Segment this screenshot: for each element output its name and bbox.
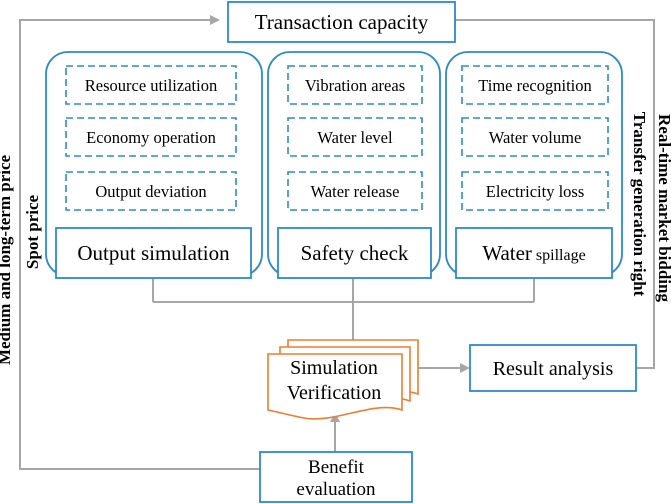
simulation-line2: Verification — [287, 382, 381, 404]
module-label: Safety check — [301, 241, 409, 265]
item-box — [287, 117, 423, 157]
item-label: Vibration areas — [305, 76, 405, 95]
simulation-verification-doc — [267, 339, 419, 420]
item-label: Water release — [311, 182, 400, 201]
real-time-loop-line — [446, 15, 655, 369]
item-label: Output deviation — [95, 182, 206, 201]
item-box — [287, 171, 423, 211]
item-label: Electricity loss — [486, 182, 585, 201]
benefit-line1: Benefit — [308, 457, 365, 478]
item-label: Economy operation — [86, 128, 216, 147]
item-label: Resource utilization — [85, 76, 217, 95]
item-label: Water level — [317, 128, 393, 147]
module-label-main: Water — [482, 241, 532, 265]
item-box — [65, 171, 237, 211]
result-analysis-box: Result analysis — [469, 344, 637, 392]
module-label-box — [55, 227, 252, 279]
item-box — [461, 65, 609, 105]
connectors — [19, 15, 655, 470]
module-label-box — [277, 227, 432, 279]
item-box — [65, 117, 237, 157]
transfer-generation-right-label: Transfer generation right — [630, 112, 649, 297]
result-analysis-label: Result analysis — [493, 358, 614, 380]
spot-price-label: Spot price — [23, 194, 42, 269]
transaction-capacity-box: Transaction capacity — [227, 1, 456, 43]
item-box — [461, 171, 609, 211]
module-label-box — [455, 227, 613, 279]
module-label-small: spillage — [536, 247, 586, 264]
benefit-line2: evaluation — [296, 479, 376, 500]
module-safety-check: Vibration areas Water level Water releas… — [267, 51, 441, 279]
item-box — [461, 117, 609, 157]
medium-long-term-loop-line — [19, 15, 260, 470]
module-water-spillage: Time recognition Water volume Electricit… — [445, 51, 623, 279]
item-label: Water volume — [489, 128, 582, 147]
real-time-market-bidding-label: Real-time market bidding — [655, 114, 671, 302]
module-output-simulation: Resource utilization Economy operation O… — [45, 51, 263, 279]
item-box — [287, 65, 423, 105]
medium-long-term-price-label: Medium and long-term price — [0, 154, 14, 365]
doc-sheet-front — [267, 353, 403, 420]
simulation-line1: Simulation — [290, 357, 378, 379]
item-box — [65, 65, 237, 105]
benefit-evaluation-box: Benefit evaluation — [259, 451, 413, 503]
item-label: Time recognition — [478, 76, 592, 95]
transaction-capacity-label: Transaction capacity — [255, 10, 429, 34]
module-label: Output simulation — [77, 241, 230, 265]
